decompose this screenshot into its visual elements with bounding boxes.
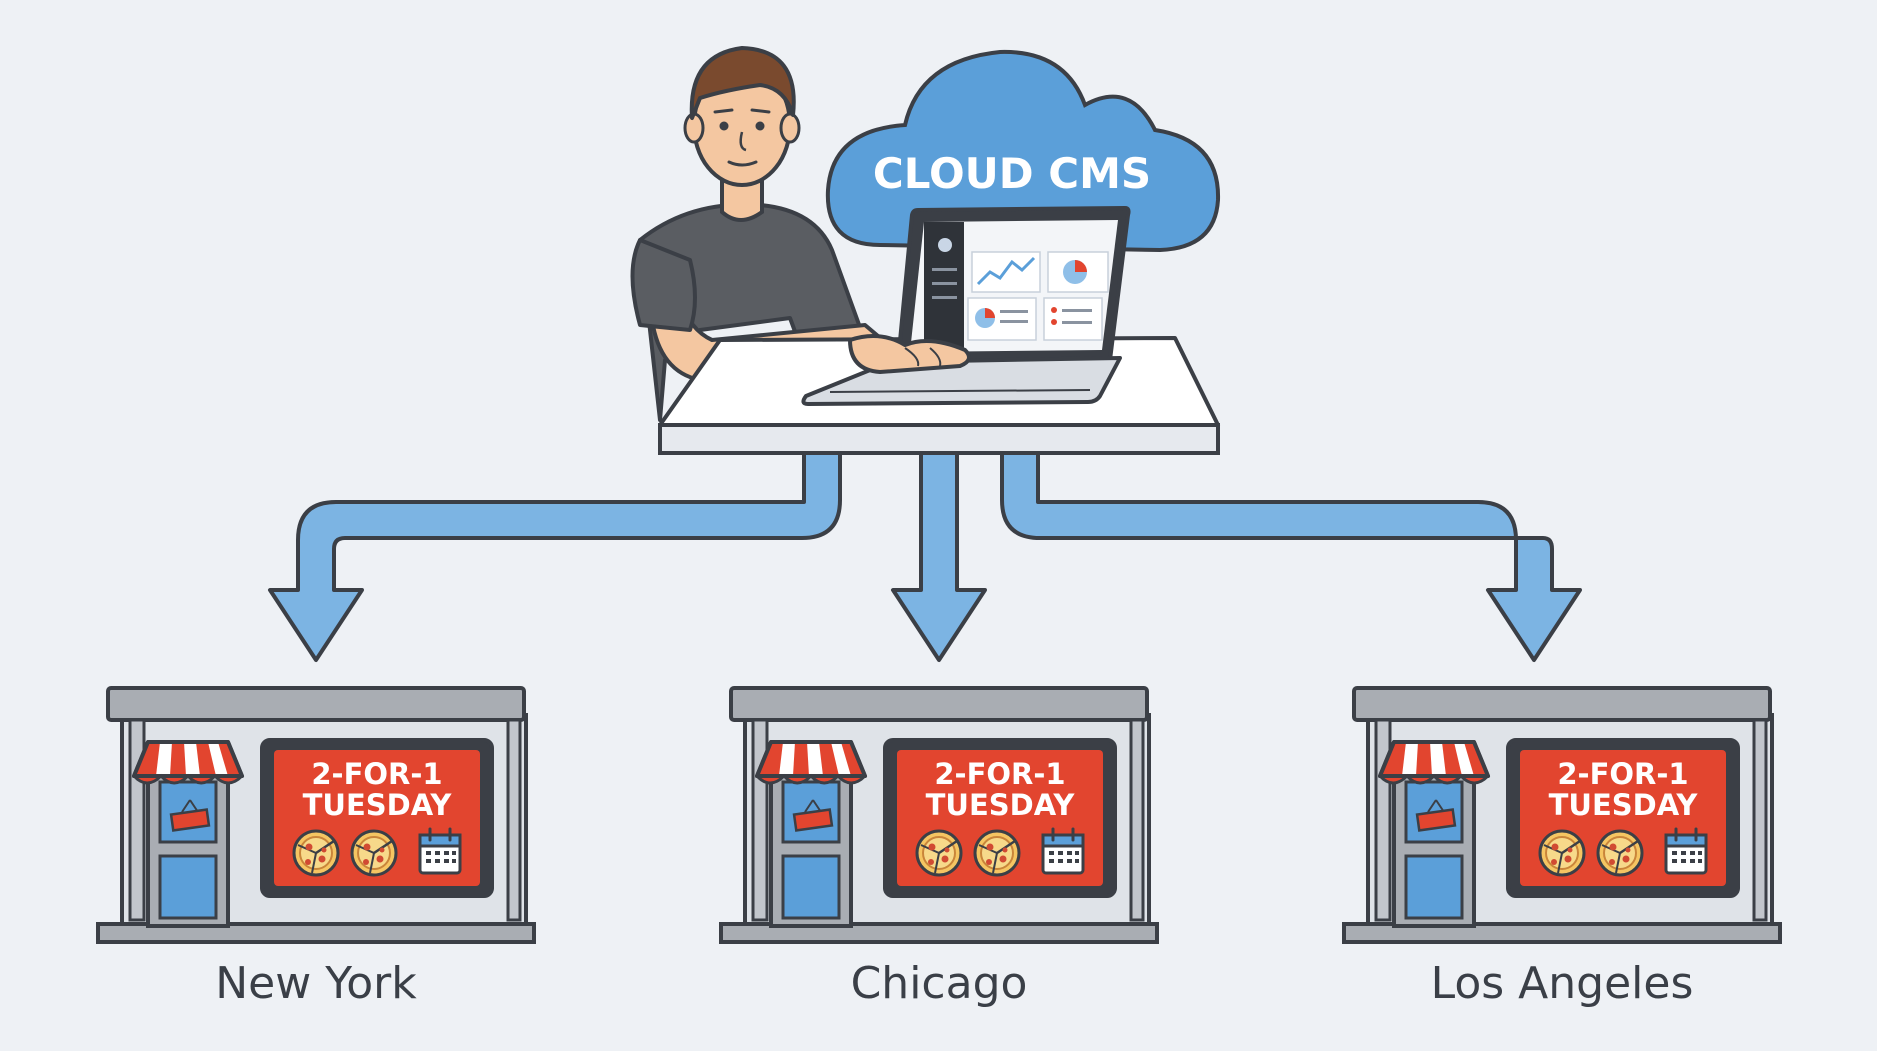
person-at-laptop-icon (630, 46, 881, 422)
promo-line-2: TUESDAY (926, 788, 1076, 822)
cloud-icon (825, 49, 1221, 253)
person-hair (689, 46, 796, 120)
calendar-icon (1664, 827, 1708, 875)
city-label-los-angeles: Los Angeles (1430, 958, 1694, 1009)
laptop-dashboard-icon (801, 206, 1131, 406)
calendar-icon (1041, 827, 1085, 875)
distribution-arrows (268, 438, 1582, 662)
promo-line-1: 2-FOR-1 (311, 757, 442, 791)
awning (132, 740, 244, 785)
promo-line-1: 2-FOR-1 (934, 757, 1065, 791)
pizza-icon (292, 829, 340, 877)
cloud: CLOUD CMS (825, 49, 1221, 253)
calendar-icon (418, 827, 462, 875)
pizza-icon (350, 829, 398, 877)
city-label-chicago: Chicago (850, 958, 1028, 1009)
arrow-to-new-york (268, 438, 842, 662)
arrow-to-los-angeles (1000, 438, 1582, 662)
pizza-icon (1596, 829, 1644, 877)
pizza-icon (1538, 829, 1586, 877)
promo-line-1: 2-FOR-1 (1557, 757, 1688, 791)
promo-line-2: TUESDAY (303, 788, 453, 822)
awning (1378, 740, 1490, 785)
awning (755, 740, 867, 785)
promo-line-2: TUESDAY (1549, 788, 1699, 822)
cloud-label: CLOUD CMS (873, 149, 1151, 198)
arrow-to-chicago (891, 438, 987, 662)
pizza-icon (973, 829, 1021, 877)
pizza-icon (915, 829, 963, 877)
stores: 2-FOR-1TUESDAY2-FOR-1TUESDAY2-FOR-1TUESD… (96, 686, 1782, 944)
city-label-new-york: New York (215, 958, 417, 1009)
